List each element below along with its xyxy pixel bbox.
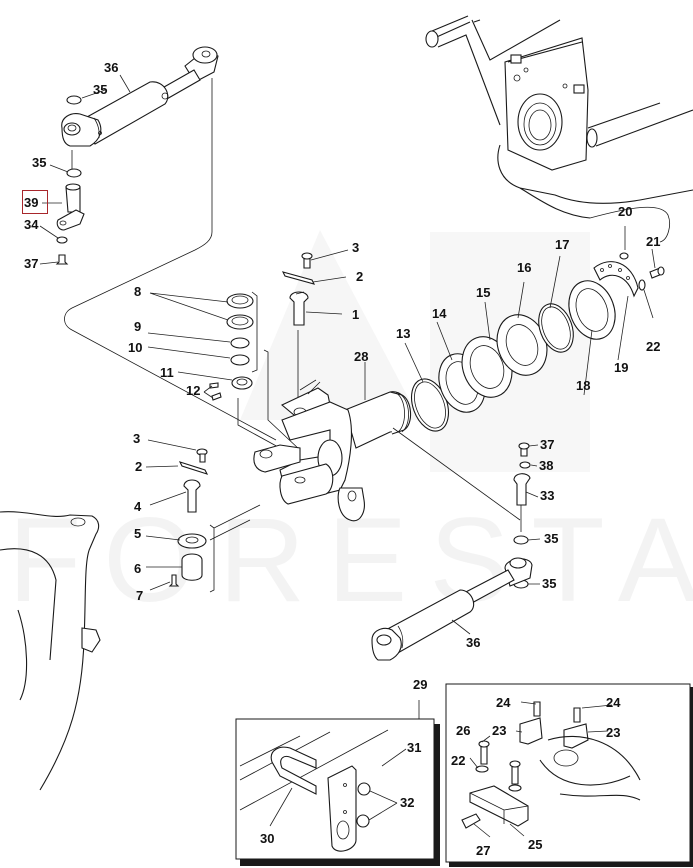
washer-35-lower [66,168,82,178]
callout-36-upper: 36 [104,60,119,75]
callout-19: 19 [614,360,629,375]
callout-35-lower-b: 35 [542,576,557,591]
callout-10: 10 [128,340,143,355]
callout-36-lower: 36 [466,635,481,650]
washer-35-upper [66,95,82,105]
inset-right [445,683,693,867]
callout-21: 21 [646,234,661,249]
frame-support-top-right [425,15,693,219]
callout-39[interactable]: 39 [24,195,39,210]
callout-32: 32 [400,795,415,810]
callout-26: 26 [456,723,471,738]
callout-33: 33 [540,488,555,503]
callout-34: 34 [24,217,39,232]
pin-39 [56,183,85,231]
callout-12: 12 [186,383,201,398]
callout-28: 28 [354,349,369,364]
pin-4 [183,479,201,513]
highlight-box-39 [22,190,48,214]
callout-4: 4 [134,499,142,514]
bushing-11 [231,376,253,390]
callout-8: 8 [134,284,142,299]
washer-34 [56,236,68,244]
callout-35-upper: 35 [93,82,108,97]
grease-nipple-12a [209,382,219,389]
nut-32a [357,782,371,796]
kingpin-1 [289,291,309,326]
callout-6: 6 [134,561,142,576]
ring-10 [230,354,250,366]
washer-35-lower-a [513,535,529,545]
callout-5: 5 [134,526,142,541]
u-bolt-30 [270,746,317,795]
callout-14: 14 [432,306,447,321]
bolt-24a [533,701,541,717]
leader-lines [39,74,656,838]
callout-17: 17 [555,237,570,252]
washer-38 [519,461,531,469]
steering-cylinder-lower [371,557,533,661]
axle-pivot-housing-28 [253,379,412,522]
callout-7: 7 [136,588,144,603]
bolt-24b [573,707,581,723]
callout-30: 30 [260,831,275,846]
nut-32b [356,814,370,828]
callout-29: 29 [413,677,428,692]
callout-31: 31 [407,740,422,755]
ring-9 [230,337,250,349]
callout-24-left: 24 [496,695,511,710]
washer-22 [638,279,646,291]
callout-13: 13 [396,326,411,341]
callout-16: 16 [517,260,532,275]
callout-27: 27 [476,843,491,858]
callout-35-lower-a: 35 [544,531,559,546]
callout-20: 20 [618,204,633,219]
grease-nipple-27 [461,813,481,829]
callout-11: 11 [160,365,174,380]
callout-22: 22 [646,339,661,354]
plate-5 [177,533,207,549]
callout-2-top: 2 [356,269,364,284]
dowel-pin-20 [619,252,629,260]
grease-nipple-7 [168,574,180,587]
block-25 [469,785,529,827]
callout-23-right: 23 [606,725,621,740]
callout-9: 9 [134,319,142,334]
inset-29 [235,700,440,866]
bushing-6 [181,553,203,581]
callout-15: 15 [476,285,491,300]
lock-plate-19 [593,261,639,298]
assembly-guide-line [64,78,277,441]
frame-left [0,511,100,791]
callout-18: 18 [576,378,591,393]
callout-23-left: 23 [492,723,507,738]
pin-33 [513,473,531,506]
callout-24-right: 24 [606,695,621,710]
callout-3-lower: 3 [133,431,141,446]
lock-plate-2-top [281,271,316,285]
callout-2-lower: 2 [135,459,143,474]
bolt-37-upper [55,254,69,265]
callout-37-upper: 37 [24,256,39,271]
callout-3-top: 3 [352,240,360,255]
washer-22-inset [475,765,489,773]
bracket-31 [327,765,357,852]
lock-plate-2-lower [178,461,209,475]
callout-38: 38 [539,458,554,473]
grease-nipple-12b [211,392,222,401]
callout-22-inset: 22 [451,753,466,768]
block-23a [519,717,543,745]
seal-18 [568,280,616,340]
callout-1: 1 [352,307,360,322]
callout-35-mid: 35 [32,155,47,170]
steering-cylinder-upper [61,46,219,147]
callout-37-lower: 37 [540,437,555,452]
callout-25: 25 [528,837,543,852]
